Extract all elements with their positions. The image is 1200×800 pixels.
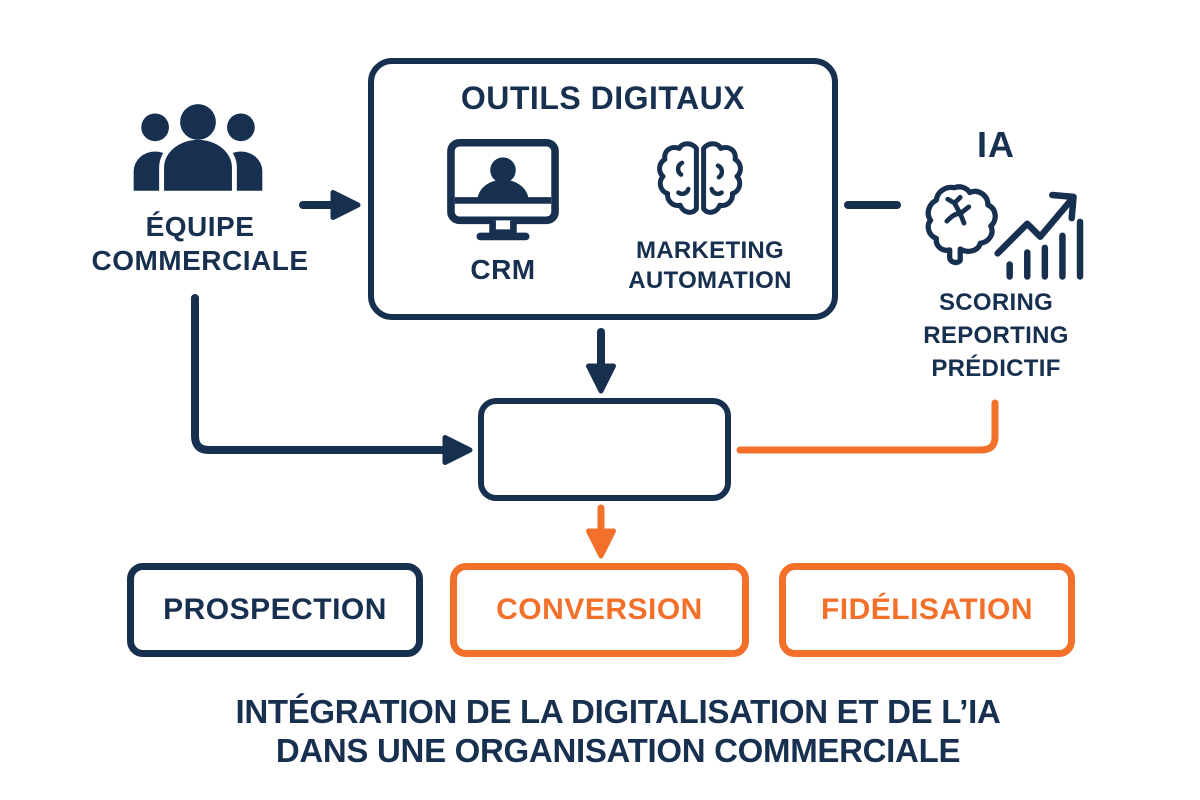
team-label-line2: COMMERCIALE [91, 245, 309, 276]
prospection-box: PROSPECTION [127, 563, 423, 657]
ia-caption-line1: SCORING [938, 289, 1054, 316]
conversion-box: CONVERSION [450, 563, 749, 657]
arrow-team-to-tools [299, 190, 361, 220]
team-label: ÉQUIPE COMMERCIALE [40, 210, 360, 278]
line-ia-to-hub [736, 399, 999, 454]
fidelisation-label: FIDÉLISATION [820, 593, 1034, 626]
crm-label: CRM [470, 254, 536, 285]
ia-title: IA [977, 124, 1015, 165]
team-label-line1: ÉQUIPE [145, 211, 255, 242]
ia-caption-line2: REPORTING [923, 322, 1069, 349]
caption-line2: DANS UNE ORGANISATION COMMERCIALE [275, 732, 961, 769]
growth-chart-arrow-icon [990, 183, 1096, 283]
digital-tools-title: OUTILS DIGITAUX [460, 80, 746, 116]
crm-video-monitor-icon [446, 138, 560, 244]
caption-line1: INTÉGRATION DE LA DIGITALISATION ET DE L… [235, 693, 1001, 730]
arrow-tools-to-hub [586, 328, 616, 394]
arrow-hub-to-conversion [586, 504, 616, 559]
brain-icon [655, 138, 745, 222]
ia-caption-line3: PRÉDICTIF [931, 355, 1061, 382]
ai-brain-icon [921, 181, 1009, 271]
marketing-label-line1: MARKETING [635, 237, 785, 264]
marketing-label-line2: AUTOMATION [628, 267, 792, 294]
arrow-team-to-hub [191, 294, 473, 465]
ia-caption: SCORING REPORTING PRÉDICTIF [896, 286, 1096, 385]
team-people-icon [131, 103, 265, 191]
central-hub-box [478, 398, 731, 501]
fidelisation-box: FIDÉLISATION [779, 563, 1075, 657]
marketing-automation-label: MARKETING AUTOMATION [605, 236, 815, 296]
conversion-label: CONVERSION [496, 593, 703, 626]
prospection-label: PROSPECTION [163, 593, 387, 626]
diagram-caption: INTÉGRATION DE LA DIGITALISATION ET DE L… [18, 692, 1200, 770]
digital-tools-box [368, 58, 838, 320]
